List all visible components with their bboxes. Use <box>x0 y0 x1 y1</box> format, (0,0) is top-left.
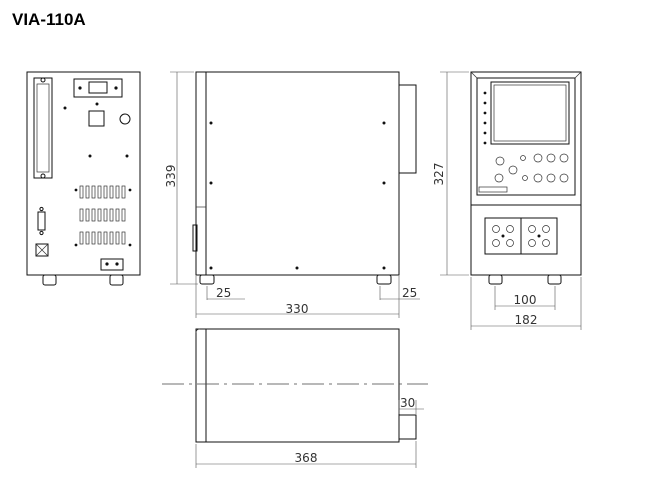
front-display <box>490 81 570 145</box>
model-title: VIA-110A <box>12 10 86 29</box>
dim-label-100: 100 <box>514 293 537 307</box>
dim-label-327: 327 <box>432 163 446 186</box>
vent-grille <box>79 185 126 245</box>
dim-label-339: 339 <box>164 165 178 188</box>
top-view <box>162 328 428 443</box>
dim-label-182: 182 <box>515 313 538 327</box>
dimension-339: 339 <box>164 71 198 285</box>
dim-label-368: 368 <box>295 451 318 465</box>
front-foot-left <box>488 274 503 285</box>
side-view <box>192 71 417 285</box>
front-foot-right <box>547 274 562 285</box>
rear-terminal-block <box>100 258 124 271</box>
front-body-outline <box>470 71 582 276</box>
side-foot-left <box>199 274 215 285</box>
dimension-side-depth: 25 25 330 <box>195 276 420 318</box>
top-body-outline <box>195 328 400 443</box>
rear-foot-left <box>42 274 57 286</box>
front-terminal-right <box>520 217 558 255</box>
rear-foot-right <box>109 274 124 286</box>
dim-label-330: 330 <box>286 302 309 316</box>
rear-fuse-holder <box>88 110 105 127</box>
rear-view <box>26 71 141 286</box>
power-socket <box>73 78 123 98</box>
dimension-top-depth: 30 368 <box>195 396 424 468</box>
dsub-connector <box>37 211 46 231</box>
top-rear-protrusion <box>398 414 417 440</box>
rear-panel-outline <box>26 71 141 276</box>
dimension-front-width: 100 182 <box>470 277 582 330</box>
dim-label-30: 30 <box>400 396 415 410</box>
dim-label-25-right: 25 <box>402 286 417 300</box>
side-rear-protrusion <box>398 84 417 174</box>
ground-terminal <box>35 243 49 257</box>
side-foot-right <box>376 274 392 285</box>
side-body-outline <box>195 71 400 276</box>
dim-label-25-left: 25 <box>216 286 231 300</box>
front-buttons <box>494 153 569 183</box>
dimension-327: 327 <box>432 71 469 276</box>
front-view <box>470 71 582 285</box>
rear-knob <box>119 113 131 125</box>
